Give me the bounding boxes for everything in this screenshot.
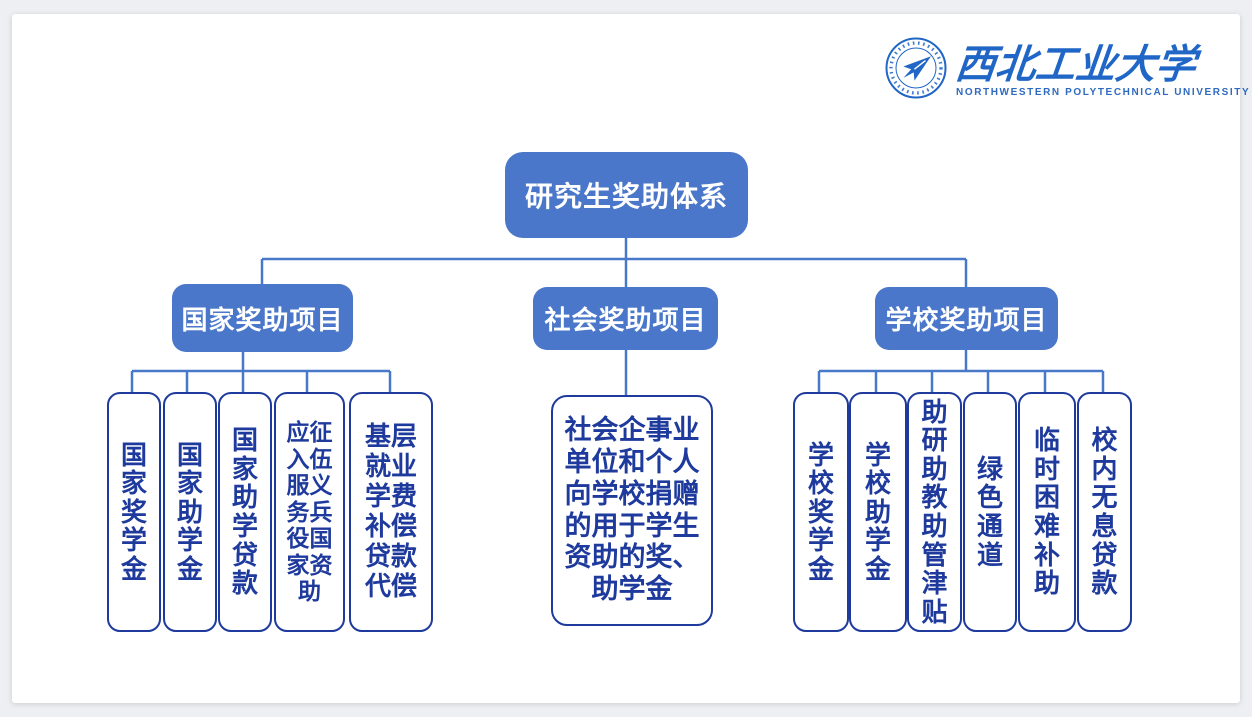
- leaf-national-scholarship: 国 家 奖 学 金: [107, 392, 161, 632]
- university-name: 西北工业大学: [953, 43, 1198, 87]
- npu-seal-icon: [885, 37, 947, 99]
- leaf-label: 国 家 助 学 金: [176, 439, 203, 584]
- leaf-grassroots-employment-compensation: 基层 就业 学费 补偿 贷款 代偿: [349, 392, 433, 632]
- leaf-label: 社会企事业 单位和个人 向学校捐赠 的用于学生 资助的奖、 助学金: [564, 414, 700, 605]
- leaf-assistantship-allowance: 助 研 助 教 助 管 津 贴: [907, 392, 962, 632]
- leaf-label: 绿 色 通 道: [976, 453, 1003, 570]
- leaf-school-scholarship: 学 校 奖 学 金: [793, 392, 849, 632]
- leaf-label: 应征 入伍 服义 务兵 役国 家资 助: [286, 419, 333, 605]
- leaf-green-channel: 绿 色 通 道: [963, 392, 1017, 632]
- leaf-national-student-loan: 国 家 助 学 贷 款: [218, 392, 272, 632]
- leaf-military-service-funding: 应征 入伍 服义 务兵 役国 家资 助: [274, 392, 345, 632]
- leaf-label: 基层 就业 学费 补偿 贷款 代偿: [364, 421, 417, 601]
- branch-node-national-aid: 国家奖助项目: [172, 284, 353, 352]
- leaf-temporary-hardship-subsidy: 临 时 困 难 补 助: [1018, 392, 1076, 632]
- leaf-national-grant: 国 家 助 学 金: [163, 392, 217, 632]
- university-name-english: NORTHWESTERN POLYTECHNICAL UNIVERSITY: [956, 87, 1251, 98]
- leaf-social-donation-scholarship: 社会企事业 单位和个人 向学校捐赠 的用于学生 资助的奖、 助学金: [551, 395, 713, 626]
- leaf-campus-interest-free-loan: 校 内 无 息 贷 款: [1077, 392, 1132, 632]
- leaf-label: 校 内 无 息 贷 款: [1091, 425, 1118, 599]
- leaf-label: 学 校 奖 学 金: [807, 439, 834, 584]
- branch-node-school-aid: 学校奖助项目: [875, 287, 1058, 350]
- root-node-graduate-aid-system: 研究生奖助体系: [505, 152, 748, 238]
- leaf-school-grant: 学 校 助 学 金: [849, 392, 907, 632]
- leaf-label: 国 家 助 学 贷 款: [231, 425, 258, 599]
- leaf-label: 学 校 助 学 金: [864, 439, 891, 584]
- leaf-label: 临 时 困 难 补 助: [1033, 425, 1060, 599]
- leaf-label: 助 研 助 教 助 管 津 贴: [921, 396, 948, 627]
- leaf-label: 国 家 奖 学 金: [120, 439, 147, 584]
- branch-node-social-aid: 社会奖助项目: [533, 287, 718, 350]
